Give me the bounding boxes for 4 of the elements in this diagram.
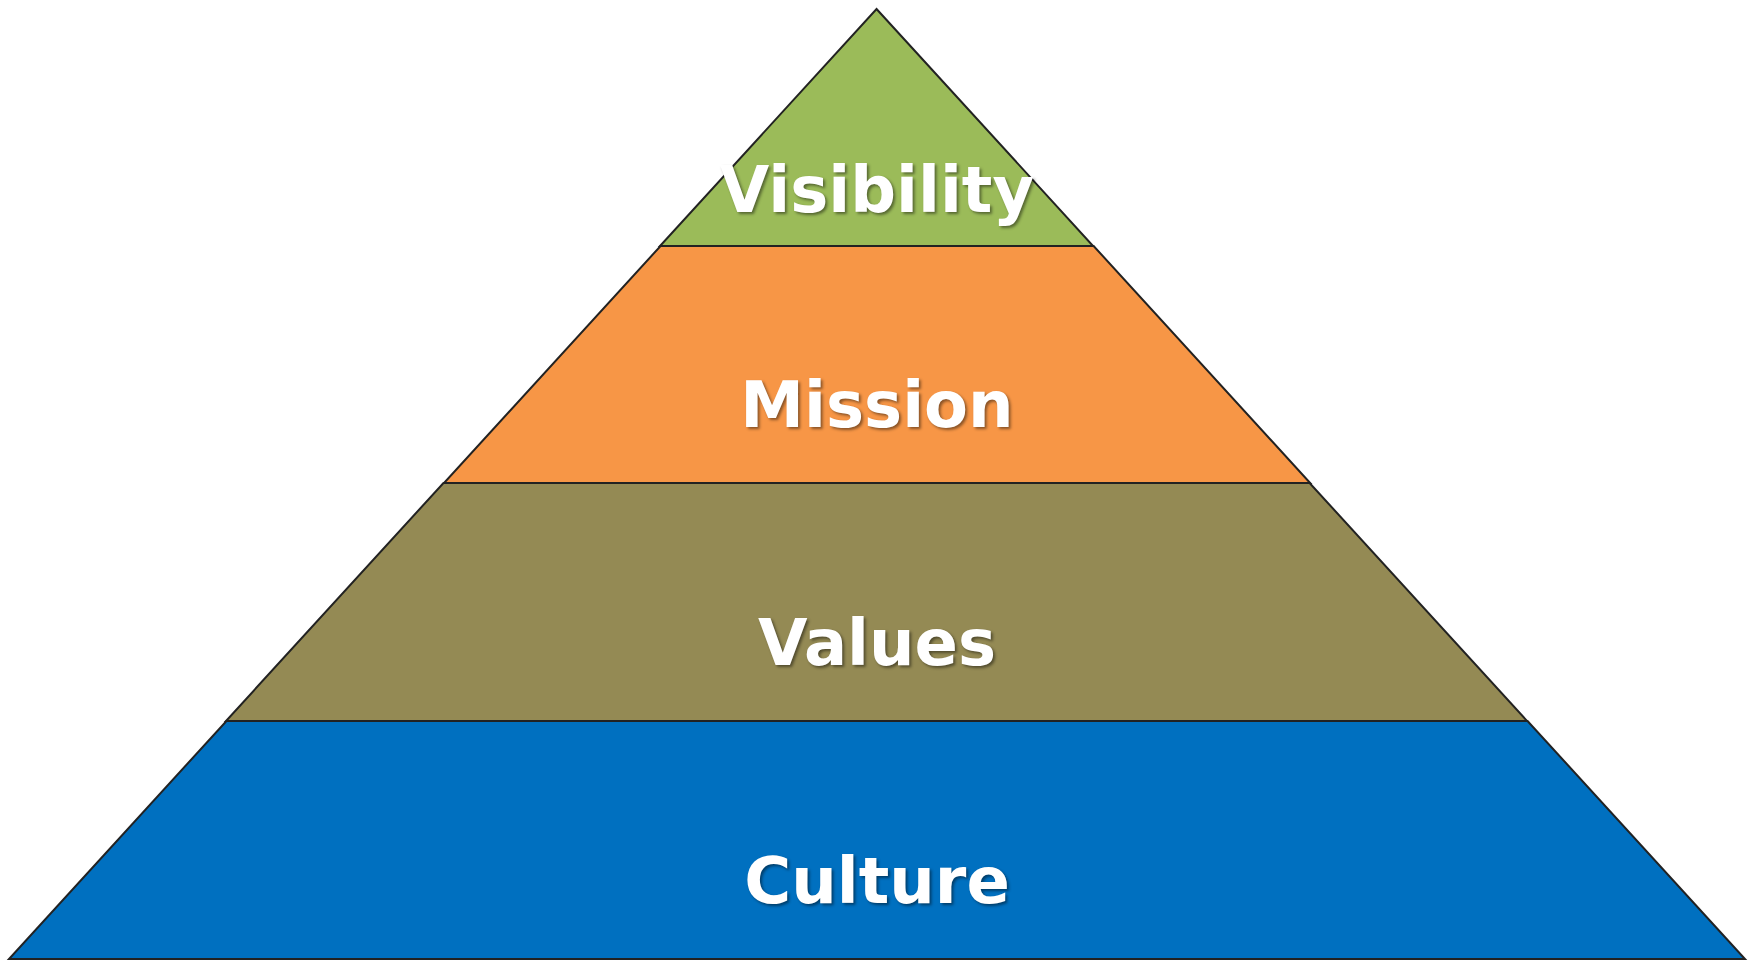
tier-label: Values xyxy=(757,605,997,681)
tier-label: Culture xyxy=(744,843,1010,919)
tier-label: Visibility xyxy=(719,152,1035,228)
tier-label: Mission xyxy=(740,367,1014,443)
